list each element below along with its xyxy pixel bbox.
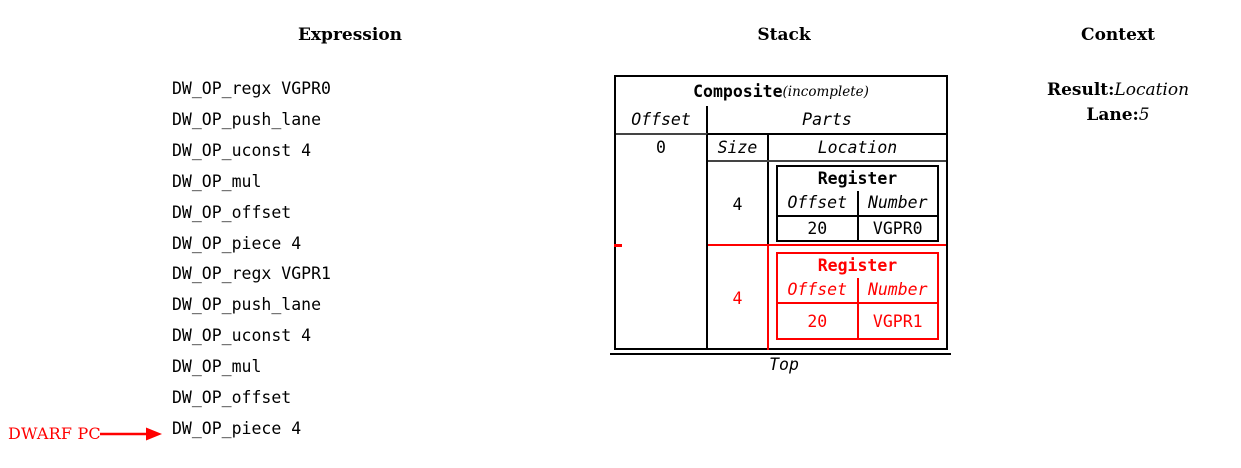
register-offset-value: 20 bbox=[778, 217, 859, 240]
expression-line: DW_OP_push_lane bbox=[172, 295, 322, 315]
expression-line: DW_OP_push_lane bbox=[172, 109, 322, 129]
part-location-cell: Register Offset Number 20 VGPR0 bbox=[769, 162, 946, 246]
stack-top-label: Top bbox=[769, 355, 799, 374]
composite-title-row: Composite(incomplete) bbox=[616, 77, 946, 106]
column-heading-stack: Stack bbox=[757, 25, 811, 45]
expression-line: DW_OP_offset bbox=[172, 388, 292, 408]
context-result-value: Location bbox=[1114, 80, 1190, 100]
offset-column-body bbox=[616, 160, 708, 348]
expression-line: DW_OP_mul bbox=[172, 171, 262, 191]
register-location-box: Register Offset Number 20 VGPR0 bbox=[776, 165, 939, 242]
column-heading-context: Context bbox=[1081, 25, 1155, 45]
register-title: Register bbox=[817, 169, 898, 188]
expression-line: DW_OP_regx VGPR0 bbox=[172, 79, 331, 98]
register-values-row: 20 VGPR1 bbox=[778, 304, 937, 338]
register-subheader-row: Offset Number bbox=[778, 278, 937, 304]
register-number-value: VGPR1 bbox=[872, 311, 923, 331]
expression-line: DW_OP_piece 4 bbox=[172, 233, 302, 253]
register-number-header: Number bbox=[867, 280, 928, 299]
register-offset-header: Offset bbox=[778, 278, 859, 302]
offset-value-cell: 0 bbox=[616, 133, 708, 160]
composite-title-text: Composite bbox=[693, 82, 783, 101]
size-column-header: Size bbox=[708, 133, 769, 160]
context-lane-row: Lane:5 bbox=[1047, 103, 1189, 128]
context-result-row: Result:Location bbox=[1047, 78, 1189, 103]
part-location-cell: Register Offset Number 20 VGPR1 bbox=[769, 246, 946, 350]
register-offset-value: 20 bbox=[778, 304, 859, 338]
location-column-header: Location bbox=[769, 133, 946, 160]
part-size-cell: 4 bbox=[708, 246, 769, 350]
expression-line: DW_OP_uconst 4 bbox=[172, 140, 312, 160]
register-subheader-row: Offset Number bbox=[778, 191, 937, 217]
composite-title-qualifier: (incomplete) bbox=[782, 83, 869, 100]
column-heading-expression: Expression bbox=[297, 25, 403, 45]
dwarf-pc-label: DWARF PC bbox=[8, 424, 101, 443]
expression-line: DW_OP_mul bbox=[172, 357, 262, 377]
part-size-cell: 4 bbox=[708, 162, 769, 246]
stack-bottom-rule bbox=[610, 353, 951, 355]
stack-part-row-active: 4 Register Offset Number 20 VGPR1 bbox=[708, 244, 946, 350]
expression-line: DW_OP_regx VGPR1 bbox=[172, 264, 331, 284]
stack-part-row: 4 Register Offset Number 20 VGPR0 bbox=[708, 160, 946, 246]
stack-table: Composite(incomplete) Offset 0 Parts Siz… bbox=[614, 75, 948, 350]
offset-column-header: Offset bbox=[616, 106, 708, 133]
context-lane-value: 5 bbox=[1138, 105, 1150, 125]
expression-line: DW_OP_offset bbox=[172, 202, 292, 222]
register-offset-header: Offset bbox=[778, 191, 859, 215]
parts-column-header: Parts bbox=[802, 110, 852, 129]
context-lane-key: Lane: bbox=[1086, 105, 1139, 125]
register-values-row: 20 VGPR0 bbox=[778, 217, 937, 240]
register-title: Register bbox=[817, 256, 898, 275]
register-number-value: VGPR0 bbox=[872, 219, 923, 238]
active-row-boundary-tick bbox=[614, 244, 622, 247]
context-result-key: Result: bbox=[1046, 80, 1115, 100]
expression-list: DW_OP_regx VGPR0 DW_OP_push_lane DW_OP_u… bbox=[172, 74, 331, 445]
expression-line: DW_OP_uconst 4 bbox=[172, 326, 312, 346]
register-location-box: Register Offset Number 20 VGPR1 bbox=[776, 252, 939, 340]
arrow-right-icon bbox=[99, 427, 162, 440]
register-number-header: Number bbox=[867, 193, 928, 212]
context-panel: Result:Location Lane:5 bbox=[1047, 78, 1189, 128]
expression-line: DW_OP_piece 4 bbox=[172, 418, 302, 438]
dwarf-pc-marker: DWARF PC bbox=[8, 424, 164, 443]
